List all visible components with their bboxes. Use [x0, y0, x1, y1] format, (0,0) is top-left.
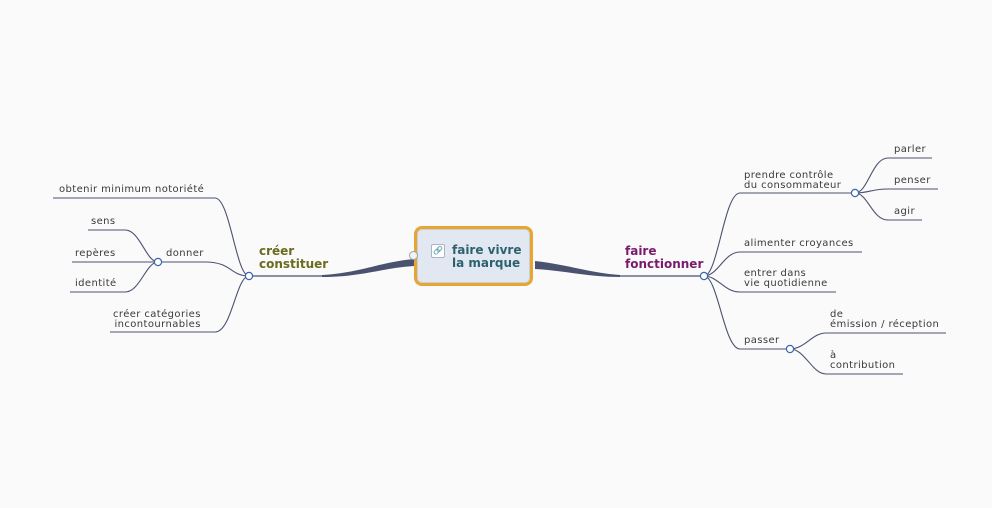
branch-creer-line2: constituer: [259, 257, 329, 271]
line-controle: [703, 192, 855, 277]
topic-croyances[interactable]: alimenter croyances: [744, 238, 854, 249]
branch-creer-line1: créer: [259, 244, 295, 258]
line-donner: [158, 261, 250, 277]
branch-faire-fonctionner[interactable]: faire fonctionner: [625, 245, 703, 271]
topic-donner[interactable]: donner: [166, 248, 204, 259]
topic-quotidien-line1: entrer dans: [744, 268, 807, 279]
line-penser: [854, 188, 938, 194]
topic-passer[interactable]: passer: [744, 335, 780, 346]
topic-emission-line1: de: [830, 309, 844, 320]
root-collapse-handle[interactable]: [409, 251, 418, 260]
line-categories: [110, 275, 250, 333]
line-emission: [789, 332, 946, 350]
topic-penser[interactable]: penser: [894, 175, 931, 186]
node-controle: [850, 188, 860, 198]
topic-quotidien-line2: vie quotidienne: [744, 278, 828, 289]
line-contribution: [789, 348, 903, 375]
topic-contribution-line2: contribution: [830, 360, 896, 371]
topic-notoriete[interactable]: obtenir minimum notoriété: [59, 184, 205, 195]
branch-creer-constituer[interactable]: créer constituer: [259, 245, 328, 271]
root-node-label: faire vivre la marque: [452, 244, 521, 270]
node-donner: [153, 257, 163, 267]
topic-contribution[interactable]: à contribution: [830, 351, 895, 371]
root-line2: la marque: [452, 256, 521, 270]
topic-controle-line1: prendre contrôle: [744, 170, 834, 181]
topic-identite[interactable]: identité: [75, 278, 117, 289]
topic-categories-line1: créer catégories: [113, 309, 201, 320]
topic-controle[interactable]: prendre contrôle du consommateur: [744, 171, 841, 191]
root-line1: faire vivre: [452, 243, 522, 257]
line-notoriete: [53, 197, 250, 277]
topic-categories-line2: incontournables: [114, 319, 201, 330]
root-connector-left: [322, 259, 414, 277]
root-connector-right: [535, 261, 620, 277]
node-right-main: [699, 271, 709, 281]
link-icon[interactable]: 🔗: [431, 244, 445, 258]
node-passer: [785, 344, 795, 354]
topic-agir[interactable]: agir: [894, 206, 915, 217]
topic-emission[interactable]: de émission / réception: [830, 310, 939, 330]
topic-contribution-line1: à: [830, 350, 837, 361]
topic-quotidien[interactable]: entrer dans vie quotidienne: [744, 269, 828, 289]
topic-categories[interactable]: créer catégories incontournables: [113, 310, 201, 330]
branch-faire-line2: fonctionner: [625, 257, 704, 271]
topic-sens[interactable]: sens: [91, 216, 116, 227]
topic-reperes[interactable]: repères: [75, 248, 116, 259]
node-left-main: [244, 271, 254, 281]
line-parler: [854, 157, 932, 194]
line-passer: [703, 275, 790, 350]
topic-controle-line2: du consommateur: [744, 180, 842, 191]
root-node[interactable]: 🔗 faire vivre la marque: [414, 226, 533, 286]
branch-faire-line1: faire: [625, 244, 657, 258]
topic-emission-line2: émission / réception: [830, 319, 940, 330]
topic-parler[interactable]: parler: [894, 144, 927, 155]
